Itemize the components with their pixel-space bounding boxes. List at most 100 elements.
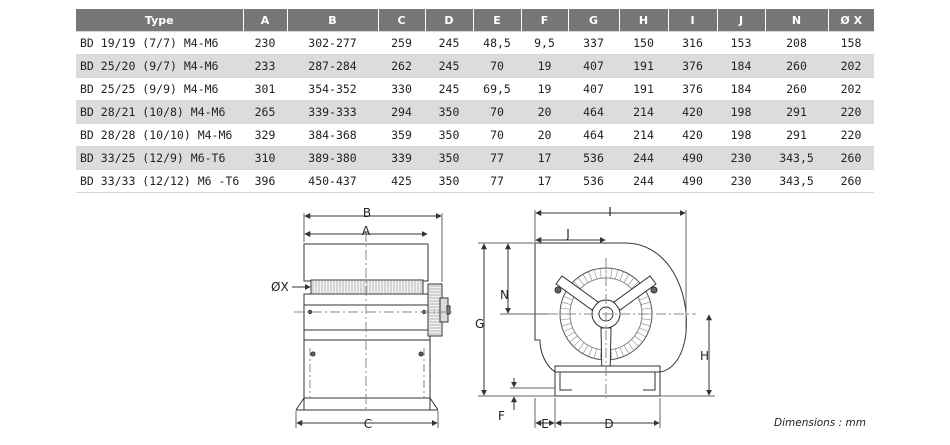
type-cell: BD 33/33 (12/12) M6 -T6: [76, 169, 243, 193]
dimension-cell: 396: [243, 169, 287, 193]
dimension-cell: 425: [378, 169, 425, 193]
dim-label-h: H: [700, 349, 709, 363]
dimension-cell: 17: [521, 146, 568, 170]
column-header: A: [243, 9, 288, 32]
dimension-cell: 230: [243, 31, 287, 55]
dimension-cell: 389-380: [287, 146, 378, 170]
dimension-cell: 19: [521, 54, 568, 78]
dim-label-n: N: [500, 288, 509, 302]
dimension-cell: 536: [568, 146, 619, 170]
column-header: G: [568, 9, 620, 32]
dim-label-j: J: [565, 227, 570, 241]
dimension-cell: 490: [668, 169, 717, 193]
dimension-cell: 260: [765, 54, 828, 78]
dimension-cell: 158: [828, 31, 874, 55]
dimension-cell: 220: [828, 123, 874, 147]
dimension-cell: 420: [668, 100, 717, 124]
dimension-cell: 20: [521, 123, 568, 147]
column-header: I: [668, 9, 718, 32]
dimension-cell: 244: [619, 146, 668, 170]
dimension-cell: 77: [473, 146, 521, 170]
type-cell: BD 33/25 (12/9) M6-T6: [76, 146, 243, 170]
dimension-cell: 407: [568, 77, 619, 101]
dimension-cell: 350: [425, 100, 473, 124]
dim-label-c: C: [364, 417, 372, 431]
dimension-cell: 153: [717, 31, 765, 55]
dimension-cell: 70: [473, 100, 521, 124]
dimension-cell: 191: [619, 77, 668, 101]
dim-label-x: ØX: [271, 280, 289, 294]
type-cell: BD 28/28 (10/10) M4-M6: [76, 123, 243, 147]
column-header: D: [425, 9, 474, 32]
dimension-cell: 245: [425, 54, 473, 78]
dimension-cell: 420: [668, 123, 717, 147]
front-view: [478, 210, 715, 428]
dimension-cell: 184: [717, 77, 765, 101]
dimension-cell: 464: [568, 100, 619, 124]
dimension-cell: 198: [717, 100, 765, 124]
dimension-cell: 214: [619, 100, 668, 124]
dimension-cell: 191: [619, 54, 668, 78]
dimension-cell: 198: [717, 123, 765, 147]
column-header: F: [521, 9, 569, 32]
dimension-cell: 407: [568, 54, 619, 78]
dimension-cell: 9,5: [521, 31, 568, 55]
dim-label-b: B: [363, 206, 371, 220]
column-header: E: [473, 9, 522, 32]
column-header: Type: [76, 9, 244, 32]
type-cell: BD 28/21 (10/8) M4-M6: [76, 100, 243, 124]
dimension-cell: 343,5: [765, 146, 828, 170]
dimension-cell: 208: [765, 31, 828, 55]
dimension-cell: 245: [425, 77, 473, 101]
type-cell: BD 19/19 (7/7) M4-M6: [76, 31, 243, 55]
dimension-cell: 245: [425, 31, 473, 55]
type-cell: BD 25/20 (9/7) M4-M6: [76, 54, 243, 78]
dimension-cell: 287-284: [287, 54, 378, 78]
column-header: Ø X: [828, 9, 874, 32]
dimension-cell: 77: [473, 169, 521, 193]
dimension-cell: 19: [521, 77, 568, 101]
dimension-cell: 490: [668, 146, 717, 170]
column-header: H: [619, 9, 669, 32]
dimension-cell: 202: [828, 77, 874, 101]
dim-label-d: D: [604, 417, 613, 431]
dimension-cell: 260: [828, 169, 874, 193]
dimension-cell: 260: [828, 146, 874, 170]
dimension-cell: 294: [378, 100, 425, 124]
dimension-cell: 350: [425, 169, 473, 193]
dimension-cell: 330: [378, 77, 425, 101]
dimension-cell: 354-352: [287, 77, 378, 101]
dimension-cell: 230: [717, 169, 765, 193]
dimension-cell: 450-437: [287, 169, 378, 193]
column-header: B: [287, 9, 379, 32]
dimension-cell: 17: [521, 169, 568, 193]
dimension-cell: 20: [521, 100, 568, 124]
dimension-cell: 339-333: [287, 100, 378, 124]
dimension-cell: 384-368: [287, 123, 378, 147]
type-cell: BD 25/25 (9/9) M4-M6: [76, 77, 243, 101]
dimension-cell: 376: [668, 54, 717, 78]
dimension-cell: 302-277: [287, 31, 378, 55]
side-view: [292, 213, 452, 428]
dim-label-f: F: [498, 409, 505, 423]
dimension-cell: 329: [243, 123, 287, 147]
dimension-cell: 230: [717, 146, 765, 170]
dimension-cell: 339: [378, 146, 425, 170]
dimension-cell: 291: [765, 100, 828, 124]
dimension-cell: 464: [568, 123, 619, 147]
dimension-cell: 220: [828, 100, 874, 124]
dimension-cell: 350: [425, 123, 473, 147]
dimension-cell: 214: [619, 123, 668, 147]
dimension-cell: 233: [243, 54, 287, 78]
dimension-cell: 202: [828, 54, 874, 78]
dimension-cell: 260: [765, 77, 828, 101]
dimension-cell: 337: [568, 31, 619, 55]
